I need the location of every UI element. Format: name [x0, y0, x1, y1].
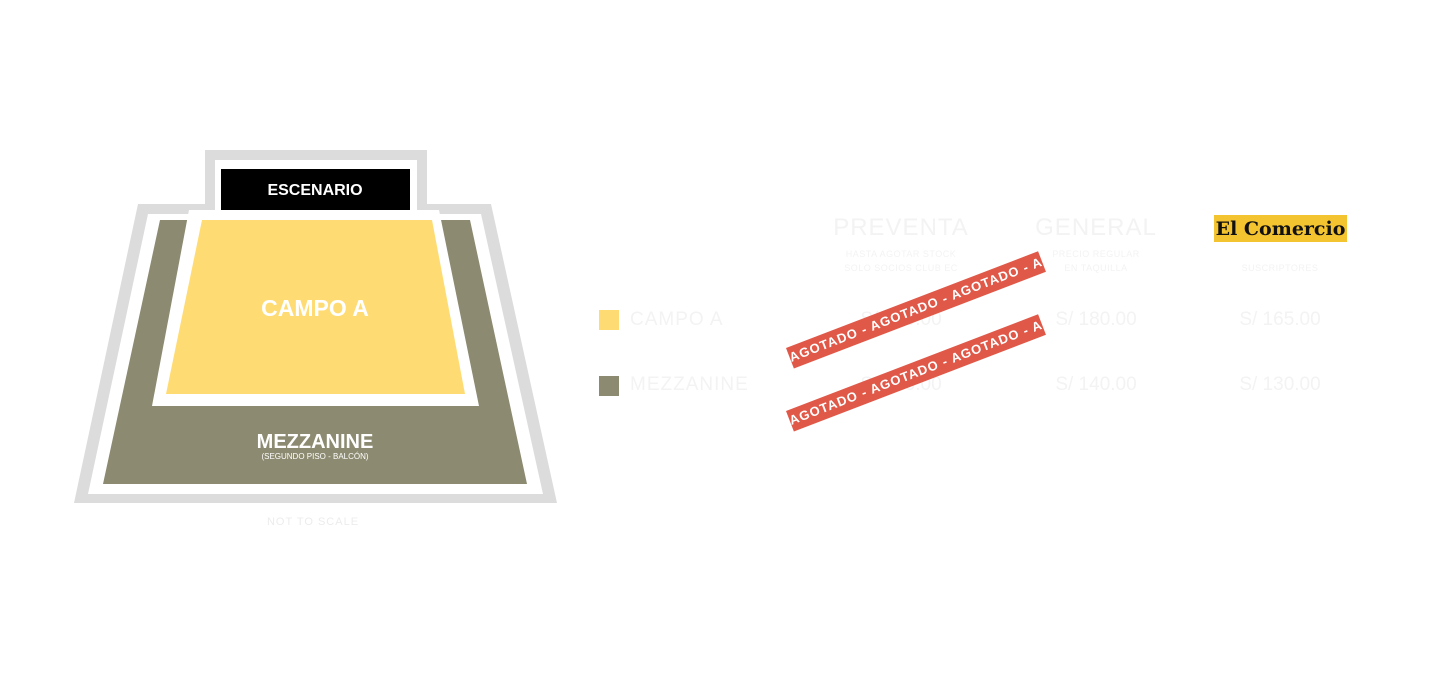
- map-footer-note: NOT TO SCALE: [267, 516, 359, 528]
- campo-a-label: CAMPO A: [261, 295, 369, 321]
- column-title-preventa: PREVENTA: [833, 214, 969, 241]
- mezzanine-sublabel: (SEGUNDO PISO - BALCÓN): [261, 452, 368, 461]
- row-zone-campo-a: CAMPO A: [630, 309, 724, 330]
- el-comercio-logo: El Comercio: [1214, 215, 1347, 242]
- venue-map: ESCENARIO CAMPO A MEZZANINE (SEGUNDO PIS…: [74, 150, 557, 528]
- column-subtitle-general-1: PRECIO REGULAR: [1052, 249, 1140, 259]
- column-subtitle-preventa-1: HASTA AGOTAR STOCK: [845, 249, 957, 259]
- price-mezzanine-elcomercio: S/ 130.00: [1239, 374, 1321, 395]
- column-subtitle-general-2: EN TAQUILLA: [1064, 263, 1128, 273]
- campo-a-section[interactable]: [166, 220, 465, 394]
- row-zone-mezzanine: MEZZANINE: [630, 374, 749, 395]
- mezzanine-label: MEZZANINE: [257, 431, 374, 453]
- column-subtitle-elcomercio-1: SUSCRIPTORES: [1241, 263, 1319, 273]
- column-subtitle-preventa-2: SOLO SOCIOS CLUB EC: [844, 263, 958, 273]
- column-title-general: GENERAL: [1035, 214, 1157, 241]
- stage-label: ESCENARIO: [267, 182, 362, 199]
- mezzanine-swatch: [599, 376, 619, 396]
- campo-a-swatch: [599, 310, 619, 330]
- stage: [221, 169, 410, 210]
- price-mezzanine-general: S/ 140.00: [1055, 374, 1137, 395]
- price-campo-a-general: S/ 180.00: [1055, 309, 1137, 330]
- price-campo-a-elcomercio: S/ 165.00: [1239, 309, 1321, 330]
